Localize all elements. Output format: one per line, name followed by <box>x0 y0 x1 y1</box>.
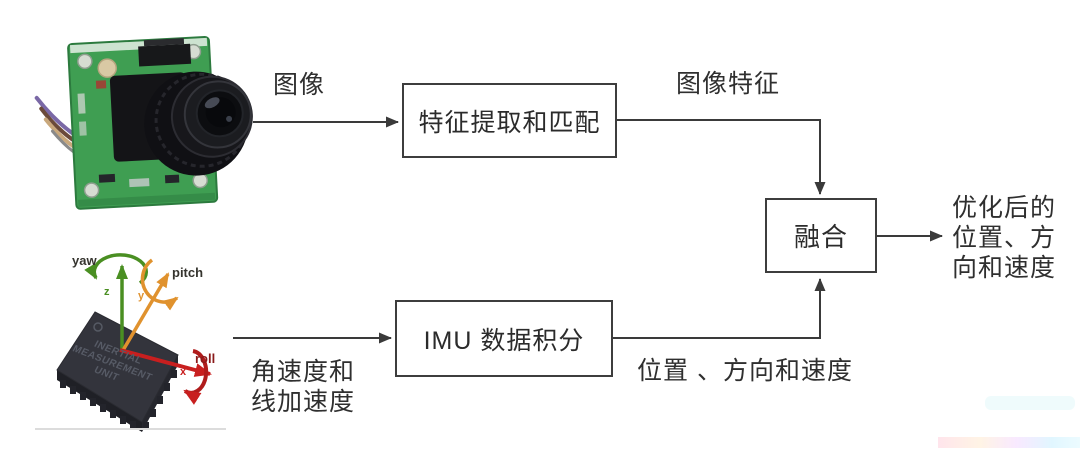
watermark-smudge <box>985 396 1075 410</box>
arrow-integration-to-fusion <box>613 278 826 339</box>
box-fusion: 融合 <box>765 198 877 273</box>
label-x-axis: x <box>180 366 187 378</box>
pitch-axis-arrow <box>120 258 179 353</box>
label-roll: roll <box>195 351 216 366</box>
camera-module-photo <box>34 36 253 210</box>
label-image: 图像 <box>273 71 326 99</box>
camera-lens <box>144 71 253 176</box>
label-y-axis: y <box>138 290 145 302</box>
roll-axis-arrow <box>119 348 212 405</box>
arrow-feature-to-fusion <box>617 119 826 195</box>
label-z-axis: z <box>104 286 110 298</box>
imu-chip-top <box>56 311 179 423</box>
watermark-strip <box>938 437 1080 448</box>
flow-arrows <box>233 116 943 344</box>
label-pitch: pitch <box>172 265 204 280</box>
box-imu-integration: IMU 数据积分 <box>395 300 613 377</box>
imu-chip-pins <box>60 370 177 430</box>
label-image-features: 图像特征 <box>676 70 781 98</box>
yaw-axis-arrow <box>84 253 148 352</box>
label-imu-output: 位置 、方向和速度 <box>637 357 853 385</box>
label-imu-input: 角速度和 线加速度 <box>251 358 356 416</box>
imu-chip-illustration <box>35 253 226 432</box>
label-yaw: yaw <box>72 253 97 268</box>
label-final-output: 优化后的 位置、方 向和速度 <box>952 194 1057 282</box>
box-feature-extraction: 特征提取和匹配 <box>402 83 617 158</box>
